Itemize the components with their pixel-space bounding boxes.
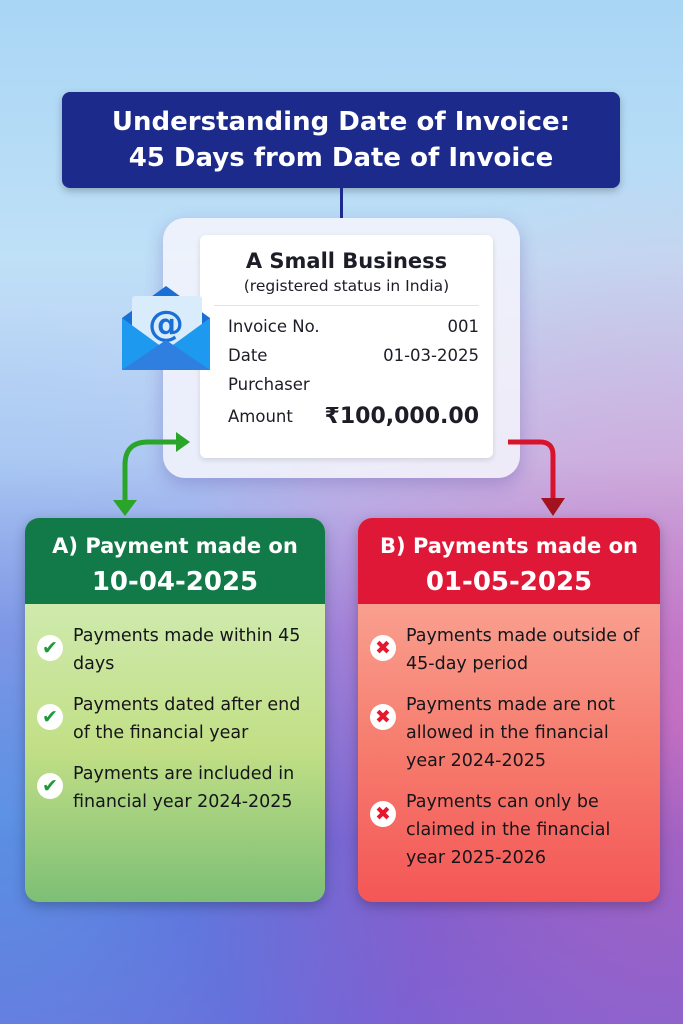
item-text: Payments dated after end of the financia… <box>73 695 301 743</box>
title-line-1: Understanding Date of Invoice: <box>111 107 571 137</box>
panel-payment-b: B) Payments made on 01-05-2025 ✖ Payments… <box>358 518 660 902</box>
row-label: Amount <box>228 406 293 426</box>
item-text: Payments are included in financial year … <box>73 764 295 812</box>
business-name: A Small Business <box>245 249 448 273</box>
check-icon: ✔ <box>37 704 63 730</box>
green-arrow <box>122 439 178 505</box>
email-envelope-icon: @ <box>122 286 210 370</box>
invoice-row-purchaser: Purchaser <box>228 370 479 399</box>
panel-payment-a: A) Payment made on 10-04-2025 ✔ Payments … <box>25 518 325 902</box>
business-subtitle: (registered status in India) <box>214 277 479 306</box>
list-item: ✔ Payments dated after end of the financi… <box>37 691 315 747</box>
row-label: Invoice No. <box>228 317 320 336</box>
red-arrow <box>508 439 556 500</box>
row-label: Date <box>228 346 268 365</box>
page-title: Understanding Date of Invoice: 45 Days f… <box>62 92 620 188</box>
red-arrow-head <box>541 498 565 516</box>
check-icon: ✔ <box>37 773 63 799</box>
invoice-row-amount: Amount ₹100,000.00 <box>228 399 479 433</box>
item-text: Payments made outside of 45-day period <box>406 626 640 674</box>
invoice-row-date: Date 01-03-2025 <box>228 341 479 370</box>
cross-icon: ✖ <box>370 801 396 827</box>
panel-a-date: 10-04-2025 <box>91 567 259 597</box>
panel-a-header: A) Payment made on 10-04-2025 <box>25 518 325 604</box>
green-arrow-head-down <box>113 500 137 516</box>
list-item: ✖ Payments made outside of 45-day period <box>370 622 650 678</box>
panel-b-date: 01-05-2025 <box>425 567 593 597</box>
connector-line <box>340 188 343 218</box>
list-item: ✖ Payments can only be claimed in the fin… <box>370 788 650 872</box>
check-icon: ✔ <box>37 635 63 661</box>
cross-icon: ✖ <box>370 704 396 730</box>
amount-value: ₹100,000.00 <box>324 403 479 429</box>
invoice-card: A Small Business (registered status in I… <box>200 235 493 458</box>
panel-b-header: B) Payments made on 01-05-2025 <box>358 518 660 604</box>
item-text: Payments made are not allowed in the fin… <box>406 695 616 771</box>
title-line-2: 45 Days from Date of Invoice <box>128 143 554 173</box>
cross-icon: ✖ <box>370 635 396 661</box>
list-item: ✔ Payments made within 45 days <box>37 622 315 678</box>
row-label: Purchaser <box>228 375 310 394</box>
svg-text:@: @ <box>148 304 184 345</box>
row-value: 001 <box>447 317 480 336</box>
item-text: Payments made within 45 days <box>73 626 301 674</box>
panel-a-heading: A) Payment made on <box>52 534 298 558</box>
invoice-row-number: Invoice No. 001 <box>228 312 479 341</box>
row-value: 01-03-2025 <box>383 346 479 365</box>
list-item: ✖ Payments made are not allowed in the fi… <box>370 691 650 775</box>
item-text: Payments can only be claimed in the fina… <box>406 792 611 868</box>
green-arrow-head-right <box>176 432 190 452</box>
panel-b-heading: B) Payments made on <box>380 534 638 558</box>
list-item: ✔ Payments are included in financial year… <box>37 760 315 816</box>
